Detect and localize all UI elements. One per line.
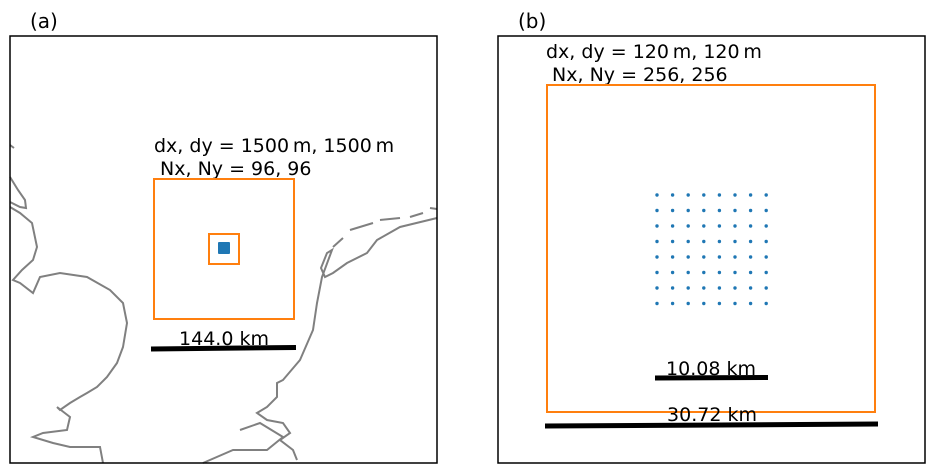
coast-uk-upper [9, 176, 28, 210]
grid-point [686, 239, 690, 244]
outer-domain-box [153, 178, 295, 320]
grid-point [702, 239, 706, 244]
grid-point [702, 193, 706, 197]
grid-point [670, 208, 675, 213]
panel-b-annotation-line1: dx, dy = 120 m, 120 m [546, 41, 762, 63]
coast-island [379, 217, 401, 221]
grid-points [655, 193, 768, 306]
panel-a-scale-bar [150, 345, 297, 352]
grid-point [748, 208, 753, 213]
panel-b-domain-box [546, 84, 876, 413]
coast-netherlands [255, 217, 438, 461]
grid-point [764, 193, 768, 197]
grid-point [717, 286, 722, 290]
grid-point [702, 301, 706, 306]
outer-scale-bar [544, 421, 879, 429]
grid-point [733, 286, 737, 290]
panel-a-scale-label: 144.0 km [179, 328, 269, 350]
grid-point [733, 193, 737, 197]
grid-point [702, 224, 706, 228]
grid-point [733, 255, 737, 259]
coast-uk-east [9, 206, 129, 464]
grid-point [686, 270, 690, 275]
grid-point [748, 239, 753, 244]
grid-point [748, 193, 753, 197]
grid-point [717, 270, 722, 275]
grid-point [655, 193, 659, 197]
coast-island [332, 237, 344, 248]
coast-island [429, 207, 438, 210]
grid-point [748, 255, 753, 259]
grid-point [764, 270, 768, 275]
panel-b-frame [497, 35, 926, 464]
grid-point [764, 208, 768, 213]
grid-point [764, 255, 768, 259]
panel-a-label: (a) [30, 9, 58, 33]
coastlines [9, 144, 438, 464]
grid-point [655, 208, 659, 213]
grid-point [717, 255, 722, 259]
grid-point [670, 224, 675, 228]
grid-point [686, 286, 690, 290]
grid-point [717, 193, 722, 197]
grid-point [717, 224, 722, 228]
grid-point [702, 286, 706, 290]
grid-point [655, 270, 659, 275]
grid-point [686, 224, 690, 228]
grid-point [764, 224, 768, 228]
grid-point [717, 208, 722, 213]
grid-point [670, 286, 675, 290]
inner-scale-bar [654, 375, 769, 381]
panel-a-annotation-line2: Nx, Ny = 96, 96 [154, 158, 311, 180]
grid-point [702, 255, 706, 259]
grid-point [717, 239, 722, 244]
coast-delta [202, 421, 285, 464]
grid-point [655, 286, 659, 290]
grid-point [733, 301, 737, 306]
grid-point [717, 301, 722, 306]
inner-domain-box [208, 233, 240, 265]
grid-point [764, 286, 768, 290]
grid-point [733, 208, 737, 213]
grid-point [670, 301, 675, 306]
coast-island [349, 222, 374, 231]
grid-point [764, 239, 768, 244]
grid-point [670, 255, 675, 259]
grid-point [748, 301, 753, 306]
outer-scale-label: 30.72 km [667, 404, 757, 426]
grid-point [686, 208, 690, 213]
grid-point [733, 270, 737, 275]
inner-scale-label: 10.08 km [666, 358, 756, 380]
grid-point [670, 193, 675, 197]
grid-point [702, 270, 706, 275]
grid-point [655, 301, 659, 306]
panel-a-annotation-line1: dx, dy = 1500 m, 1500 m [154, 135, 394, 157]
grid-point [670, 270, 675, 275]
grid-point [686, 301, 690, 306]
grid-point [655, 239, 659, 244]
grid-points-cluster [218, 242, 230, 254]
panel-b-annotation-line2: Nx, Ny = 256, 256 [546, 64, 728, 86]
grid-point [670, 239, 675, 244]
grid-point [686, 193, 690, 197]
grid-point [764, 301, 768, 306]
grid-point [655, 224, 659, 228]
panel-b-label: (b) [518, 9, 546, 33]
grid-point [686, 255, 690, 259]
grid-point [655, 255, 659, 259]
grid-point [733, 239, 737, 244]
grid-point [702, 208, 706, 213]
panel-a-frame [9, 35, 438, 464]
coast-island [409, 212, 424, 218]
grid-point [748, 224, 753, 228]
grid-point [748, 270, 753, 275]
grid-point [733, 224, 737, 228]
grid-point [748, 286, 753, 290]
